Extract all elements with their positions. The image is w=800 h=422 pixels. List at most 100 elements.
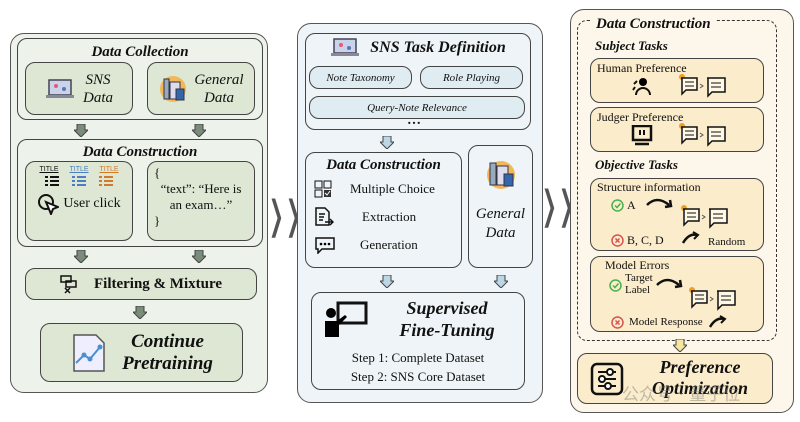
response-comparison-icon xyxy=(679,74,726,98)
multiple-choice-icon xyxy=(314,180,332,198)
brace-close: } xyxy=(154,213,161,228)
sns-label: SNS xyxy=(85,71,111,88)
data-construction-title: Data Construction xyxy=(592,16,715,33)
supervised-label: Supervised xyxy=(406,298,488,318)
generation-label: Generation xyxy=(360,237,418,252)
cross-icon xyxy=(611,315,624,329)
wrong-options-label: B, C, D xyxy=(627,233,664,247)
task-query-note-relevance: Query-Note Relevance xyxy=(309,96,525,119)
teacher-icon xyxy=(325,301,368,337)
structured-data-box: TITLE TITLE TITLE User click xyxy=(25,161,133,241)
step-2-label: Step 2: SNS Core Dataset xyxy=(350,369,486,384)
arrow-down-icon xyxy=(494,275,508,288)
extraction-icon xyxy=(315,207,334,226)
filtering-mixture-box: Filtering & Mixture xyxy=(25,268,257,300)
data-construction-title: Data Construction xyxy=(82,144,198,160)
task-role-playing: Role Playing xyxy=(420,66,523,89)
user-click-label: User click xyxy=(63,196,121,211)
chevron-right-icon: ⟩⟩ xyxy=(268,192,303,243)
correct-option-label: A xyxy=(627,198,636,212)
task-note-taxonomy: Note Taxonomy xyxy=(309,66,412,89)
step-1-label: Step 1: Complete Dataset xyxy=(351,350,485,365)
chevron-right-icon: ⟩⟩ xyxy=(541,182,576,233)
filtering-label: Filtering & Mixture xyxy=(93,275,223,292)
response-comparison-icon xyxy=(681,205,728,229)
list-icon xyxy=(44,176,59,186)
chat-bubble-icon xyxy=(315,237,335,254)
brace-open: { xyxy=(154,165,161,180)
monitor-icon xyxy=(631,125,653,146)
chart-document-icon xyxy=(73,333,105,372)
curved-arrow-icon xyxy=(646,198,673,209)
preference-label: Preference xyxy=(659,357,741,377)
arrow-down-icon xyxy=(192,124,206,137)
human-preference-label: Human Preference xyxy=(597,61,687,75)
random-label: Random xyxy=(708,236,746,248)
extraction-label: Extraction xyxy=(362,209,417,224)
title-label: TITLE xyxy=(39,166,59,173)
judger-preference-label: Judger Preference xyxy=(597,110,684,124)
subject-tasks-title: Subject Tasks xyxy=(595,38,668,53)
more-tasks-ellipsis: … xyxy=(407,113,421,128)
list-icon xyxy=(71,176,86,186)
books-icon xyxy=(486,161,515,189)
target-label: Target xyxy=(625,272,653,284)
structure-information-box: Structure information A B, C, D Random xyxy=(590,178,764,251)
objective-tasks-title: Objective Tasks xyxy=(595,157,678,172)
watermark: 公众号 · 量子位 xyxy=(622,385,741,405)
data-construction-title: Data Construction xyxy=(326,157,441,173)
model-response-label: Model Response xyxy=(629,316,703,328)
arrow-down-icon xyxy=(192,250,206,263)
arrow-down-icon xyxy=(380,275,394,288)
curved-arrow-icon xyxy=(708,315,727,328)
list-icon xyxy=(99,176,114,186)
arrow-down-icon xyxy=(380,136,394,149)
pretraining-label: Pretraining xyxy=(122,352,213,374)
optimization-label: Optimization xyxy=(651,378,749,398)
arrow-down-icon xyxy=(74,124,88,137)
curved-arrow-icon xyxy=(656,278,683,289)
structure-info-label: Structure information xyxy=(597,180,701,194)
curved-arrow-icon xyxy=(681,231,700,244)
model-errors-label: Model Errors xyxy=(605,258,670,272)
general-label: General xyxy=(475,206,526,222)
check-icon xyxy=(609,279,622,292)
judger-preference-box: Judger Preference xyxy=(590,107,764,152)
data-label: Data xyxy=(83,89,113,106)
task-definition-title: SNS Task Definition xyxy=(370,39,506,56)
filter-icon xyxy=(60,275,77,294)
data-label: Data xyxy=(485,225,516,241)
cursor-click-icon xyxy=(38,194,60,215)
response-comparison-icon xyxy=(679,123,726,147)
title-label: TITLE xyxy=(69,166,89,173)
arrow-down-icon xyxy=(673,339,687,352)
books-icon xyxy=(160,75,187,102)
data-collection-title: Data Collection xyxy=(91,44,189,60)
sft-data-construction-box: Data Construction Multiple Choice Extrac… xyxy=(305,152,462,268)
sliders-icon xyxy=(590,362,624,396)
multiple-choice-label: Multiple Choice xyxy=(350,181,435,196)
general-label: General xyxy=(194,71,244,88)
fine-tuning-label: Fine-Tuning xyxy=(399,320,495,340)
laptop-icon xyxy=(46,78,74,98)
person-icon xyxy=(632,78,651,96)
response-comparison-icon xyxy=(689,287,736,311)
arrow-down-icon xyxy=(74,250,88,263)
title-label: TITLE xyxy=(99,166,119,173)
laptop-icon xyxy=(331,38,360,56)
check-icon xyxy=(611,199,624,212)
continue-label: Continue xyxy=(131,330,204,352)
label-label: Label xyxy=(625,284,651,296)
human-preference-box: Human Preference xyxy=(590,58,764,103)
json-text: “text”: “Here is an exam…” xyxy=(160,181,242,212)
data-label: Data xyxy=(204,89,234,106)
json-text-box: { “text”: “Here is an exam…” } xyxy=(147,161,255,241)
arrow-down-icon xyxy=(133,306,147,319)
